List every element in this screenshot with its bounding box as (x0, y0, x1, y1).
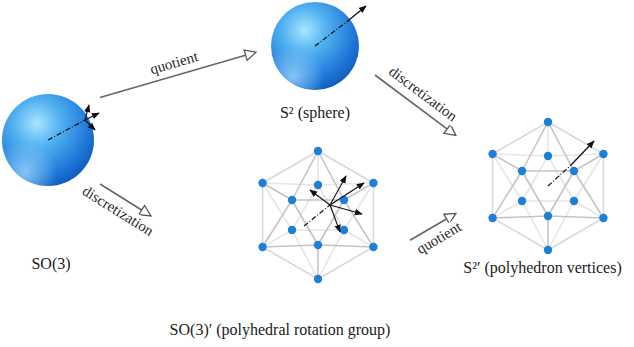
polyhedron-vertex (599, 150, 607, 158)
polyhedron-vertex (488, 214, 496, 222)
figure-caption: SO(3)′ (polyhedral rotation group) (150, 321, 410, 339)
polyhedron-vertex (544, 246, 552, 254)
figure-caption: SO(3) (2, 255, 100, 273)
arrow-label: discretization (78, 181, 159, 240)
icosahedron-group (258, 147, 377, 283)
polyhedron-edge (574, 171, 603, 218)
polyhedron-edge (292, 200, 318, 245)
polyhedron-edge (522, 200, 574, 202)
polyhedron-edge (373, 183, 375, 247)
polyhedron-vertex (314, 181, 322, 189)
polyhedron-edge (263, 245, 318, 247)
polyhedron-edge (548, 216, 603, 218)
polyhedron-vertex (258, 179, 266, 187)
polyhedron-edge (344, 183, 373, 200)
polyhedron-vertex (518, 167, 526, 175)
polyhedron-vertex (570, 197, 578, 205)
arrow-label: discretization (384, 62, 462, 126)
figure-caption: S² (sphere) (255, 104, 375, 122)
polyhedron-edge (547, 216, 549, 250)
polyhedron-vertex (518, 197, 526, 205)
polyhedron-vertex (340, 196, 348, 204)
figure-node: SO(3)′ (polyhedral rotation group) (150, 150, 410, 342)
polyhedron-edge (344, 200, 373, 247)
polyhedron-vertex (258, 243, 266, 251)
polyhedron-vertex (544, 212, 552, 220)
polyhedron-edge (318, 245, 373, 247)
figure-node: S² (sphere) (255, 0, 375, 125)
polyhedron-vertex (340, 226, 348, 234)
caption-text: S²′ (polyhedron vertices) (463, 259, 621, 277)
polyhedron-edge (292, 229, 344, 231)
polyhedron-edge (263, 183, 318, 185)
polyhedron-edge (263, 183, 292, 200)
polyhedron-edge (493, 171, 522, 218)
polyhedron-edge (548, 154, 603, 156)
polyhedron-edge (318, 183, 373, 185)
figure-node: S²′ (polyhedron vertices) (455, 115, 630, 280)
icosahedron-vertices (488, 118, 607, 254)
sphere-so3 (2, 94, 99, 186)
polyhedron-edge (492, 154, 494, 218)
polyhedron-vertex (544, 152, 552, 160)
polyhedron-vertex (288, 196, 296, 204)
polyhedron-vertex (544, 118, 552, 126)
polyhedron-vertex (314, 241, 322, 249)
polyhedron-edge (493, 154, 548, 156)
polyhedron-vertex (369, 243, 377, 251)
caption-text: SO(3)′ (polyhedral rotation group) (170, 321, 391, 339)
arrow-label: quotient (146, 47, 202, 78)
polyhedron-edge (548, 171, 574, 216)
caption-text: SO(3) (31, 255, 70, 273)
frame-arrows (304, 176, 364, 232)
sphere-s2 (271, 2, 366, 90)
polyhedron-edge (603, 154, 605, 218)
polyhedron-vertex (314, 147, 322, 155)
polyhedron-edge (547, 122, 549, 156)
polyhedron-vertex (369, 179, 377, 187)
polyhedron-vertex (288, 226, 296, 234)
polyhedron-edge (262, 183, 264, 247)
polyhedron-vertex (314, 275, 322, 283)
polyhedron-edge (548, 122, 574, 171)
polyhedron-edge (318, 151, 344, 200)
polyhedron-edge (493, 154, 522, 171)
caption-text: S² (sphere) (280, 104, 350, 122)
polyhedron-edge (493, 216, 548, 218)
polyhedron-edge (263, 200, 292, 247)
polyhedron-vertex (570, 167, 578, 175)
polyhedron-edge (318, 200, 344, 245)
polyhedron-vertex (599, 214, 607, 222)
polyhedron-edge (317, 151, 319, 185)
polyhedron-edge (317, 245, 319, 279)
polyhedron-edge (522, 170, 574, 172)
figure-caption: S²′ (polyhedron vertices) (455, 259, 630, 277)
vertex-arrow (548, 141, 594, 186)
polyhedron-edge (522, 171, 548, 216)
polyhedron-vertex (488, 150, 496, 158)
polyhedron-edge (522, 122, 548, 171)
